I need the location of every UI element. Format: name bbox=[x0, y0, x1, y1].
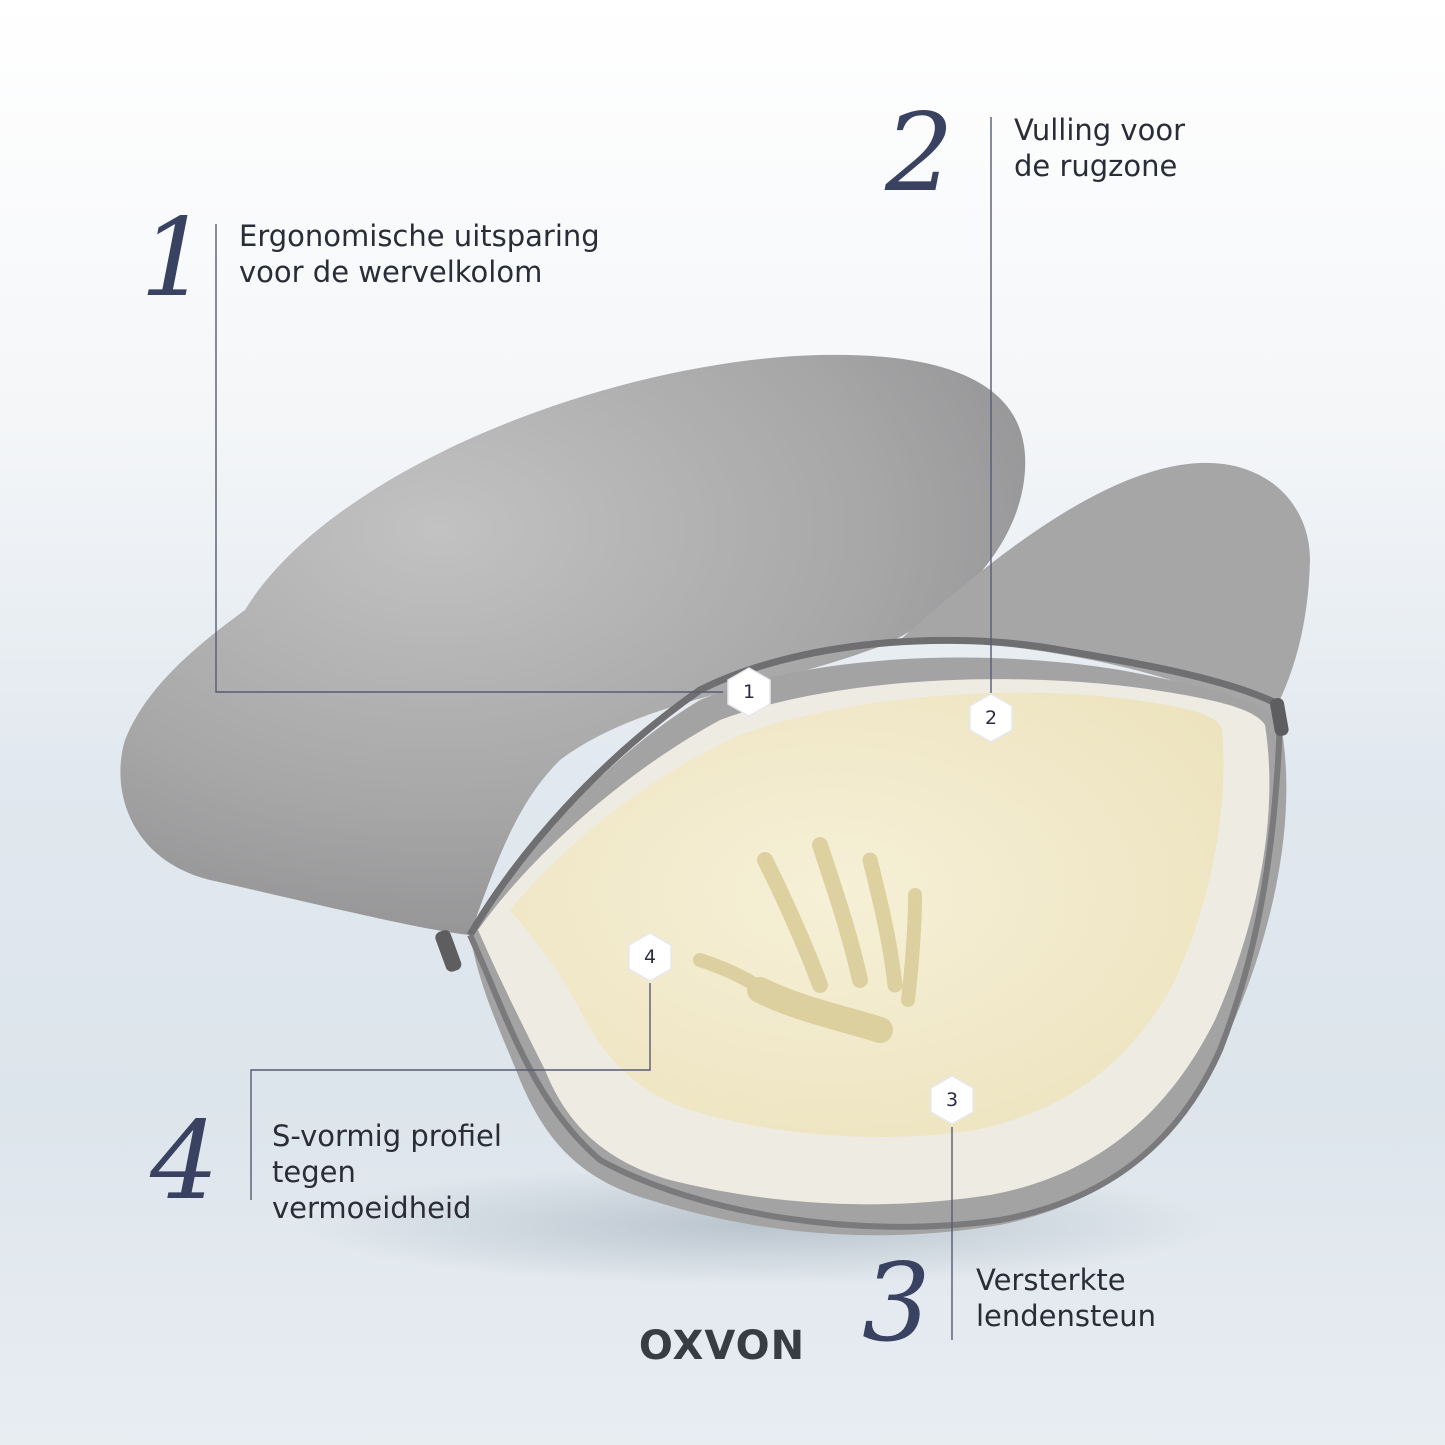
callout-2-line-1: Vulling voor bbox=[1014, 113, 1185, 147]
callout-1-line-1: Ergonomische uitsparing bbox=[239, 219, 600, 253]
callout-number-3: 3 bbox=[862, 1241, 931, 1366]
callout-3-line-1: Versterkte bbox=[976, 1263, 1126, 1297]
badge-3: 3 bbox=[926, 1074, 978, 1126]
zipper-bottom bbox=[467, 719, 1283, 1230]
badge-4-label: 4 bbox=[643, 946, 657, 968]
brand-logo: OXVON bbox=[638, 1323, 806, 1369]
badge-1-label: 1 bbox=[742, 681, 756, 703]
leader-line-4 bbox=[250, 983, 651, 1200]
hexagon-icon bbox=[727, 667, 771, 717]
callout-3-line-2: lendensteun bbox=[976, 1299, 1156, 1333]
callout-number-4: 4 bbox=[150, 1099, 219, 1224]
callout-caption-2: Vulling voor de rugzone bbox=[1014, 112, 1185, 184]
badge-2-label: 2 bbox=[984, 707, 998, 729]
badge-1: 1 bbox=[723, 666, 775, 718]
hexagon-icon bbox=[930, 1075, 974, 1125]
zipper-pull-left bbox=[435, 930, 462, 972]
hexagon-icon bbox=[628, 932, 672, 982]
hexagon-icon bbox=[969, 693, 1013, 743]
badge-3-label: 3 bbox=[945, 1089, 959, 1111]
memory-foam-core bbox=[510, 692, 1224, 1138]
callout-caption-3: Versterkte lendensteun bbox=[976, 1262, 1156, 1334]
leader-line-1 bbox=[215, 224, 723, 693]
callout-number-1: 1 bbox=[140, 196, 209, 321]
callout-1-line-2: voor de wervelkolom bbox=[239, 255, 543, 289]
callout-number-2: 2 bbox=[885, 91, 954, 216]
badge-2: 2 bbox=[965, 692, 1017, 744]
callout-4-line-2: tegen bbox=[272, 1155, 356, 1189]
zipper-pull-right bbox=[1270, 697, 1289, 736]
callout-caption-4: S-vormig profiel tegen vermoeidheid bbox=[272, 1118, 502, 1226]
leader-lines bbox=[215, 117, 992, 1340]
callout-caption-1: Ergonomische uitsparing voor de wervelko… bbox=[239, 218, 600, 290]
cushion-right-wing bbox=[900, 462, 1310, 720]
callout-4-line-1: S-vormig profiel bbox=[272, 1119, 502, 1153]
callout-2-line-2: de rugzone bbox=[1014, 149, 1178, 183]
callout-4-line-3: vermoeidheid bbox=[272, 1191, 472, 1225]
badge-4: 4 bbox=[624, 931, 676, 983]
zipper-top bbox=[466, 636, 1282, 937]
hand-imprint bbox=[693, 837, 922, 1043]
cushion-back-lobe bbox=[120, 354, 1026, 935]
